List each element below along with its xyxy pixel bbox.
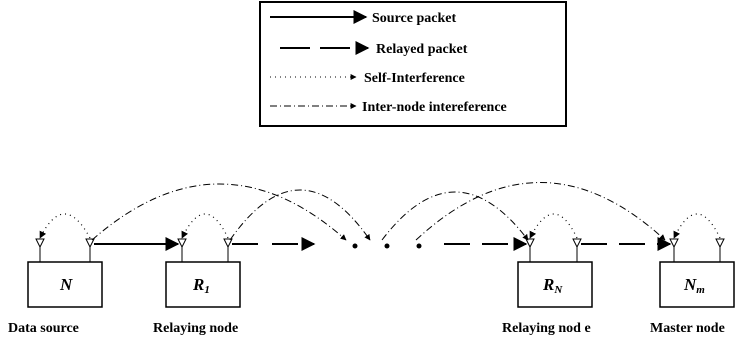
legend-item-relayed-packet: Relayed packet bbox=[280, 41, 468, 57]
antenna-icon bbox=[572, 238, 582, 262]
node-label: N bbox=[59, 275, 73, 294]
legend-label-relayed-packet: Relayed packet bbox=[376, 42, 468, 57]
node-caption: Relaying node bbox=[153, 321, 238, 336]
node-label: RN bbox=[542, 275, 563, 296]
antenna-icon bbox=[525, 238, 535, 262]
self-interference-loop-n bbox=[39, 213, 91, 239]
legend-item-inter-node-interference: Inter-node intereference bbox=[270, 100, 507, 115]
ellipsis-dot bbox=[416, 243, 422, 249]
self-interference-loop-rn bbox=[529, 213, 578, 239]
self-interference-loops bbox=[39, 213, 721, 239]
antenna-icon bbox=[715, 238, 725, 262]
antenna-icon bbox=[35, 238, 45, 262]
node-box bbox=[27, 261, 103, 308]
legend-frame bbox=[259, 1, 567, 127]
self-interference-loop-nm bbox=[673, 213, 721, 239]
antenna-icon bbox=[177, 238, 187, 262]
node-caption: Data source bbox=[8, 321, 79, 336]
interference-arc-dots-to-nm bbox=[415, 182, 666, 241]
legend-item-self-interference: Self-Interference bbox=[270, 71, 465, 86]
interference-arc-n-to-dots bbox=[91, 183, 347, 241]
legend-label-inter-node-interference: Inter-node intereference bbox=[362, 100, 507, 115]
antenna-icon bbox=[669, 238, 679, 262]
ellipsis-dots bbox=[352, 243, 422, 249]
node-relaying-n: RN Relaying nod e bbox=[502, 261, 593, 336]
node-label: Nm bbox=[683, 275, 705, 296]
node-label: R1 bbox=[192, 275, 210, 296]
ellipsis-dot bbox=[352, 243, 358, 249]
node-box bbox=[659, 261, 735, 308]
legend-label-self-interference: Self-Interference bbox=[364, 71, 465, 86]
antennas bbox=[35, 238, 725, 262]
interference-arc-dots-to-rn bbox=[381, 191, 529, 241]
node-master: Nm Master node bbox=[650, 261, 735, 336]
legend-item-source-packet: Source packet bbox=[270, 10, 456, 26]
antenna-icon bbox=[223, 238, 233, 262]
node-box bbox=[517, 261, 593, 308]
node-relaying-1: R1 Relaying node bbox=[153, 261, 241, 336]
node-caption: Relaying nod e bbox=[502, 321, 591, 336]
legend-label-source-packet: Source packet bbox=[372, 11, 456, 26]
antenna-icon bbox=[85, 238, 95, 262]
legend: Source packet Relayed packet Self-Interf… bbox=[259, 1, 567, 127]
interference-arc-r1-to-dots bbox=[229, 189, 371, 241]
inter-node-interference-arcs bbox=[91, 182, 666, 241]
self-interference-loop-r1 bbox=[181, 213, 229, 239]
node-data-source: N Data source bbox=[8, 261, 103, 336]
node-caption: Master node bbox=[650, 321, 725, 336]
ellipsis-dot bbox=[384, 243, 390, 249]
node-box bbox=[165, 261, 241, 308]
